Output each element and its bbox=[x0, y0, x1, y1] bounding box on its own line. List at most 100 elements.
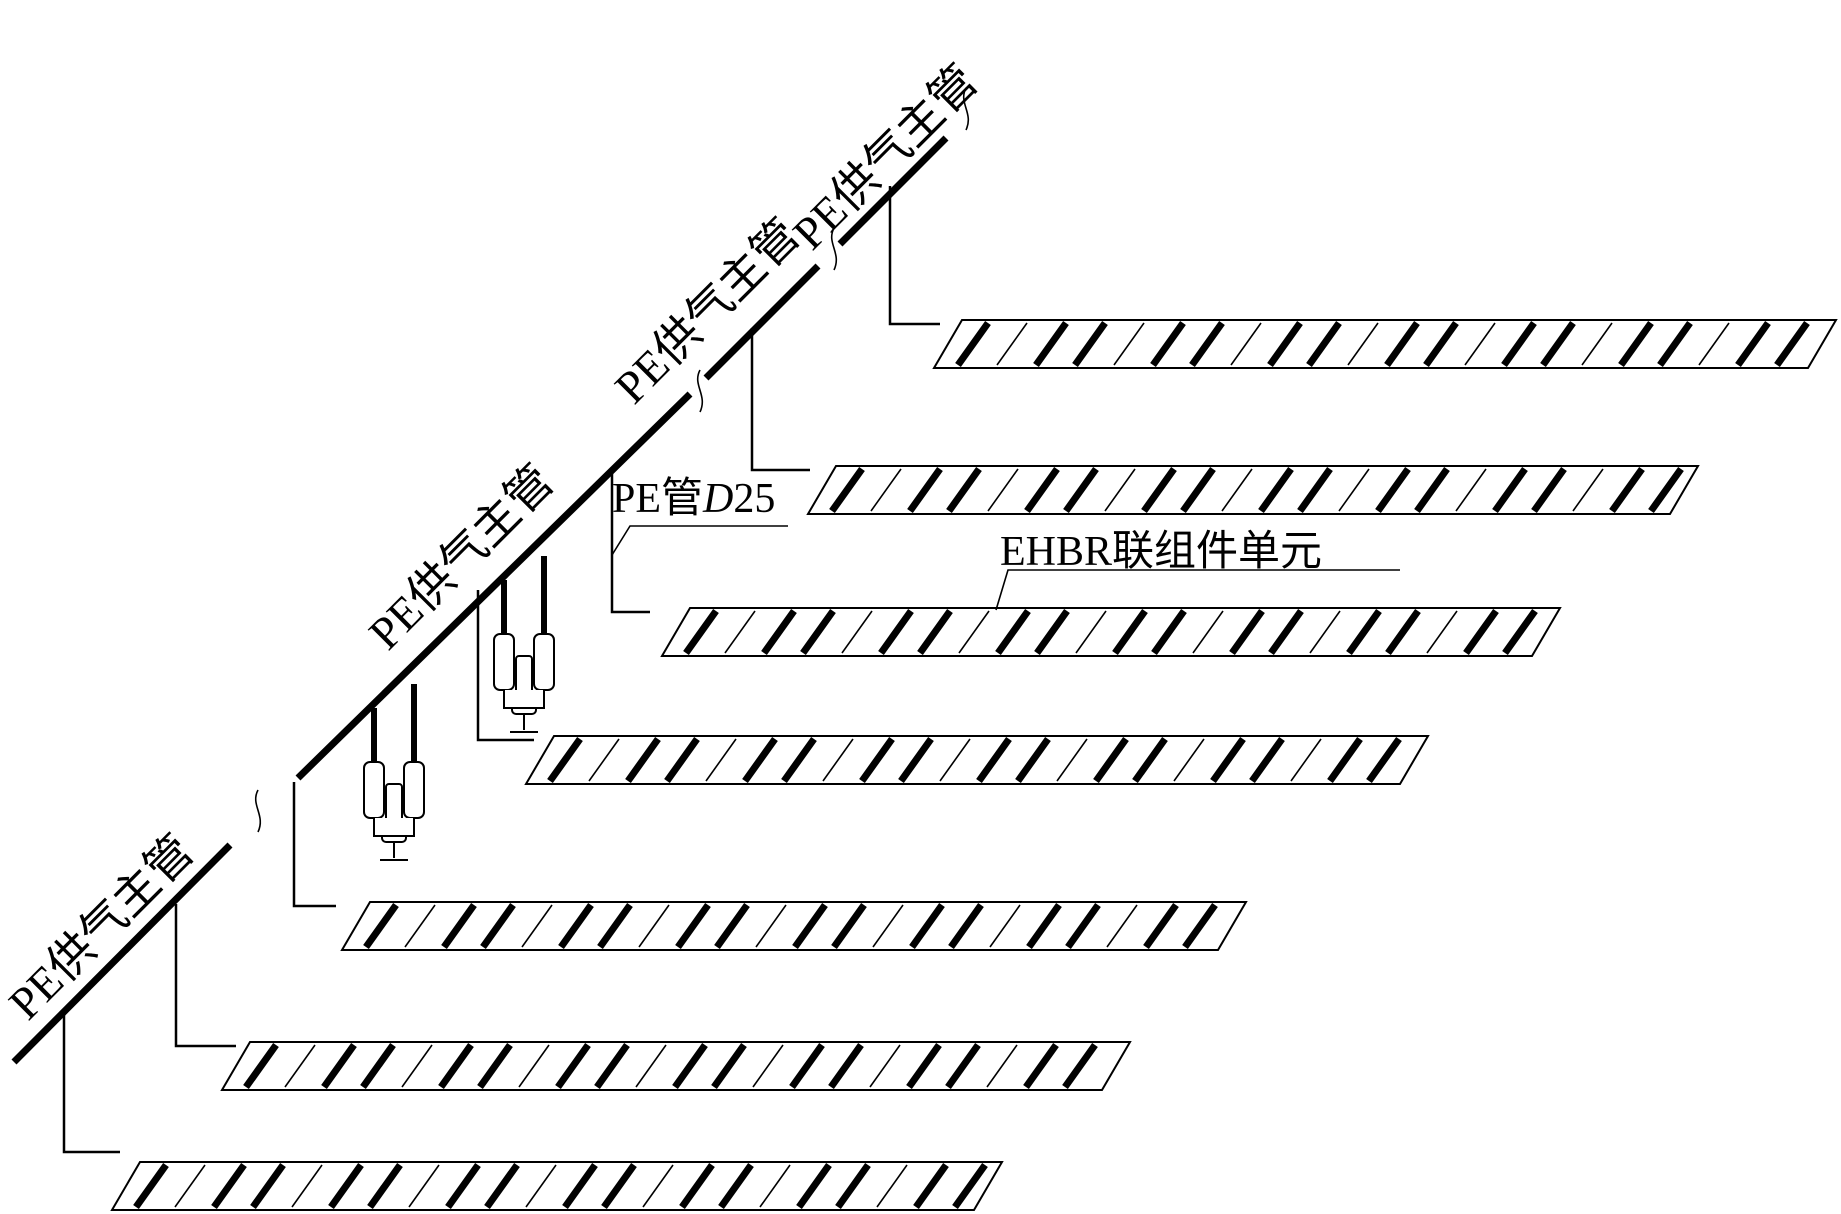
main-pipe-label-3: PE供气主管 bbox=[605, 209, 809, 413]
ehbr-strips bbox=[110, 319, 1838, 1211]
strip-hatch-thin bbox=[1230, 322, 1262, 366]
strip-hatch-thin bbox=[291, 1164, 323, 1208]
strip-hatch-thick bbox=[718, 1162, 754, 1210]
strip-hatch-thick bbox=[781, 736, 817, 784]
strip-hatch-thin bbox=[759, 1164, 791, 1208]
strip-hatch-thick bbox=[1384, 320, 1420, 368]
strip-hatch-thick bbox=[1033, 320, 1069, 368]
strip-hatch-thick bbox=[1375, 466, 1411, 514]
strip-hatch-thick bbox=[1385, 608, 1421, 656]
strip-hatch-thin bbox=[989, 904, 1021, 948]
strip-hatch-thick bbox=[898, 736, 934, 784]
main-pipe-segment-3 bbox=[703, 263, 821, 381]
strip-hatch-thick bbox=[796, 1162, 832, 1210]
strip-hatch-thick bbox=[955, 320, 991, 368]
strip-hatch-thin bbox=[876, 1164, 908, 1208]
device-tank-left bbox=[363, 761, 385, 819]
strip-hatch-thin bbox=[518, 1044, 550, 1088]
ehbr-strip-outline bbox=[660, 607, 1562, 657]
strip-hatch-thick bbox=[321, 1042, 357, 1090]
strip-hatch-thick bbox=[367, 1162, 403, 1210]
strip-hatch-thick bbox=[800, 608, 836, 656]
ehbr-strip-4 bbox=[524, 735, 1430, 785]
strip-hatch-thin bbox=[822, 738, 854, 782]
strip-hatch-thick bbox=[792, 902, 828, 950]
branch-pipes bbox=[62, 186, 940, 1154]
strip-hatch-thick bbox=[594, 1042, 630, 1090]
strip-hatch-thick bbox=[1093, 736, 1129, 784]
strip-hatch-thick bbox=[909, 902, 945, 950]
branch-pipe-label-italic: D bbox=[702, 476, 733, 522]
strip-hatch-thick bbox=[1366, 736, 1402, 784]
strip-hatch-thin bbox=[1075, 610, 1107, 654]
device-manifold bbox=[503, 690, 545, 709]
strip-hatch-thin bbox=[1455, 468, 1487, 512]
strip-hatch-thin bbox=[284, 1044, 316, 1088]
strip-hatch-thick bbox=[1249, 736, 1285, 784]
strip-hatch-thick bbox=[250, 1162, 286, 1210]
strip-hatch-thin bbox=[1113, 322, 1145, 366]
strip-hatch-thick bbox=[597, 902, 633, 950]
strip-hatch-thick bbox=[1065, 902, 1101, 950]
strip-hatch-thick bbox=[714, 902, 750, 950]
strip-hatch-thick bbox=[1062, 1042, 1098, 1090]
branch-pipe-label-prefix: PE管 bbox=[612, 476, 703, 522]
strip-hatch-thick bbox=[1229, 608, 1265, 656]
strip-hatch-thick bbox=[945, 1042, 981, 1090]
strip-hatch-thick bbox=[133, 1162, 169, 1210]
strip-hatch-thick bbox=[1141, 466, 1177, 514]
strip-hatch-thick bbox=[1024, 466, 1060, 514]
strip-hatch-thick bbox=[831, 902, 867, 950]
strip-hatch-thick bbox=[1609, 466, 1645, 514]
strip-hatch-thick bbox=[913, 1162, 949, 1210]
branch-pipe-6 bbox=[750, 328, 810, 472]
break-symbols bbox=[254, 87, 970, 833]
strip-hatch-thick bbox=[1492, 466, 1528, 514]
main-pipe-segment-4 bbox=[837, 135, 949, 247]
strip-hatch-thin bbox=[521, 904, 553, 948]
strip-hatch-thick bbox=[1258, 466, 1294, 514]
strip-hatch-thick bbox=[952, 1162, 988, 1210]
strip-hatch-thin bbox=[755, 904, 787, 948]
strip-hatch-thick bbox=[679, 1162, 715, 1210]
strip-hatch-thick bbox=[441, 902, 477, 950]
strip-hatch-thin bbox=[1698, 322, 1730, 366]
strip-hatch-thick bbox=[948, 902, 984, 950]
strip-hatch-thick bbox=[1648, 466, 1684, 514]
strip-hatch-thin bbox=[870, 468, 902, 512]
strip-hatch-thick bbox=[1774, 320, 1810, 368]
strip-hatch-thick bbox=[917, 608, 953, 656]
strip-hatch-thick bbox=[328, 1162, 364, 1210]
strip-hatch-thick bbox=[1502, 608, 1538, 656]
strip-hatch-thick bbox=[1150, 320, 1186, 368]
strip-hatch-thick bbox=[789, 1042, 825, 1090]
branch-pipe-5 bbox=[610, 470, 650, 614]
strip-hatch-thick bbox=[1210, 736, 1246, 784]
strip-hatch-thin bbox=[1426, 610, 1458, 654]
break-symbol-2 bbox=[696, 369, 704, 413]
strip-hatch-thick bbox=[1072, 320, 1108, 368]
main-pipe-label-4: PE供气主管 bbox=[783, 55, 987, 259]
strip-hatch-thin bbox=[1290, 738, 1322, 782]
strip-hatch-thick bbox=[1540, 320, 1576, 368]
strip-hatch-thin bbox=[1056, 738, 1088, 782]
main-pipe-group bbox=[11, 135, 949, 1065]
strip-hatch-thin bbox=[1309, 610, 1341, 654]
labels: PE供气主管 PE供气主管 PE供气主管 PE供气主管 PE管D25 EHBR联… bbox=[0, 55, 1322, 1029]
strip-hatch-thin bbox=[1104, 468, 1136, 512]
main-pipe-label-1: PE供气主管 bbox=[0, 825, 203, 1029]
branch-pipe-label: PE管D25 bbox=[612, 476, 775, 522]
break-symbol-4 bbox=[962, 87, 970, 131]
strip-hatch-thin bbox=[174, 1164, 206, 1208]
strip-hatch-thin bbox=[638, 904, 670, 948]
ehbr-strip-1 bbox=[110, 1161, 1004, 1211]
strip-hatch-thin bbox=[958, 610, 990, 654]
strip-hatch-thick bbox=[907, 466, 943, 514]
strip-hatch-thick bbox=[1423, 320, 1459, 368]
strip-hatch-thick bbox=[625, 736, 661, 784]
break-symbol-1 bbox=[254, 789, 262, 833]
branch-pipe-3 bbox=[292, 782, 336, 908]
strip-hatch-thick bbox=[601, 1162, 637, 1210]
strip-hatch-thick bbox=[480, 902, 516, 950]
strip-hatch-thick bbox=[995, 608, 1031, 656]
